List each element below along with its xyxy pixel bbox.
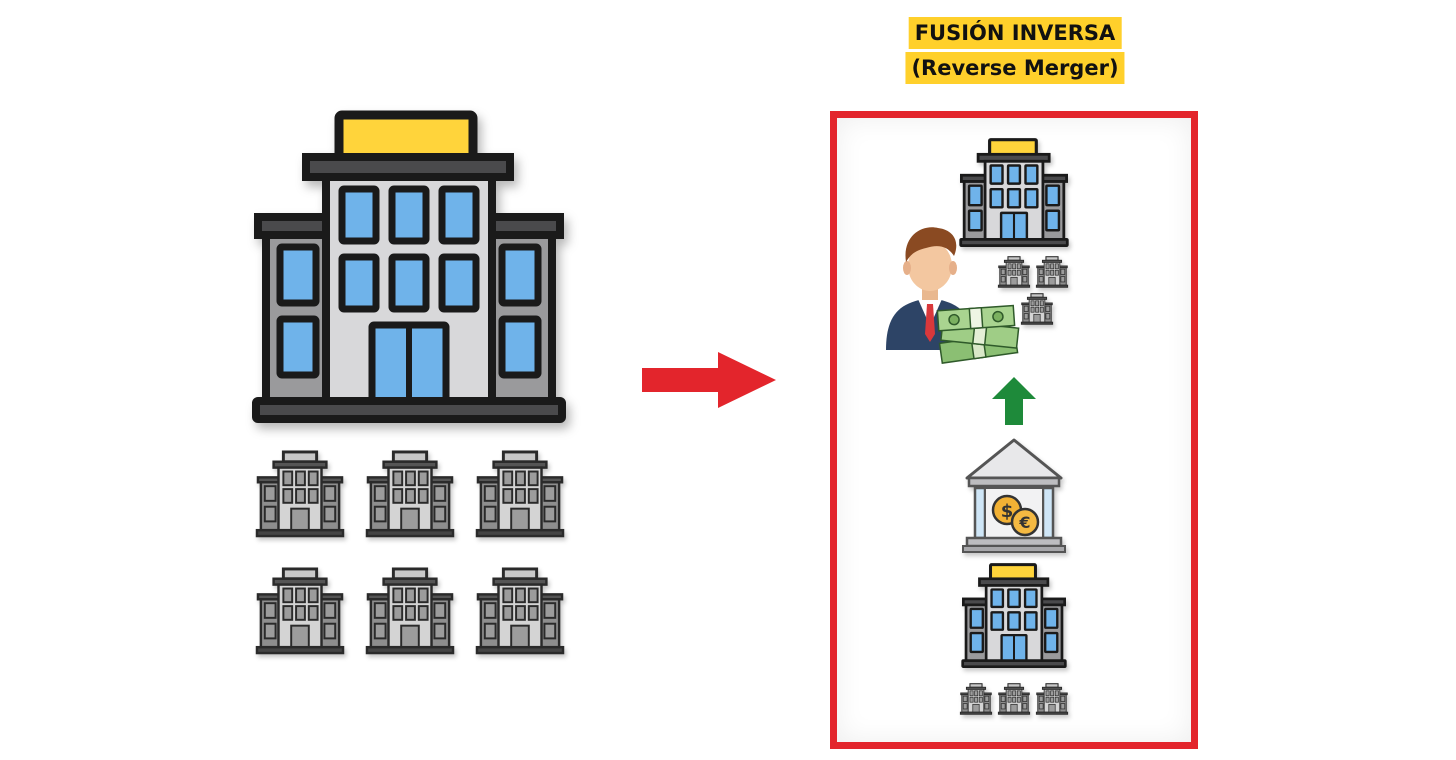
gray-building-icon: [476, 567, 564, 655]
title-line-2: (Reverse Merger): [905, 52, 1124, 84]
cash-stack-icon: [934, 304, 1022, 364]
gray-building-icon: [256, 450, 344, 538]
gray-building-icon: [1021, 293, 1053, 325]
gray-building-icon: [1036, 683, 1068, 715]
gray-building-icon: [476, 450, 564, 538]
gray-building-icon: [366, 567, 454, 655]
gray-building-icon: [366, 450, 454, 538]
diagram-title: FUSIÓN INVERSA (Reverse Merger): [914, 14, 1116, 88]
gray-building-icon: [256, 567, 344, 655]
gray-building-icon: [998, 256, 1030, 288]
bank-currency-icon: $ €: [963, 438, 1065, 554]
gray-building-icon: [1036, 256, 1068, 288]
gray-building-icon: [960, 683, 992, 715]
right-arrow-icon: [642, 352, 776, 408]
office-building-icon: [254, 113, 564, 423]
gray-building-icon: [998, 683, 1030, 715]
office-building-icon: [962, 564, 1066, 668]
title-line-1: FUSIÓN INVERSA: [909, 17, 1122, 49]
up-arrow-icon: [992, 377, 1036, 425]
svg-text:€: €: [1018, 513, 1030, 532]
